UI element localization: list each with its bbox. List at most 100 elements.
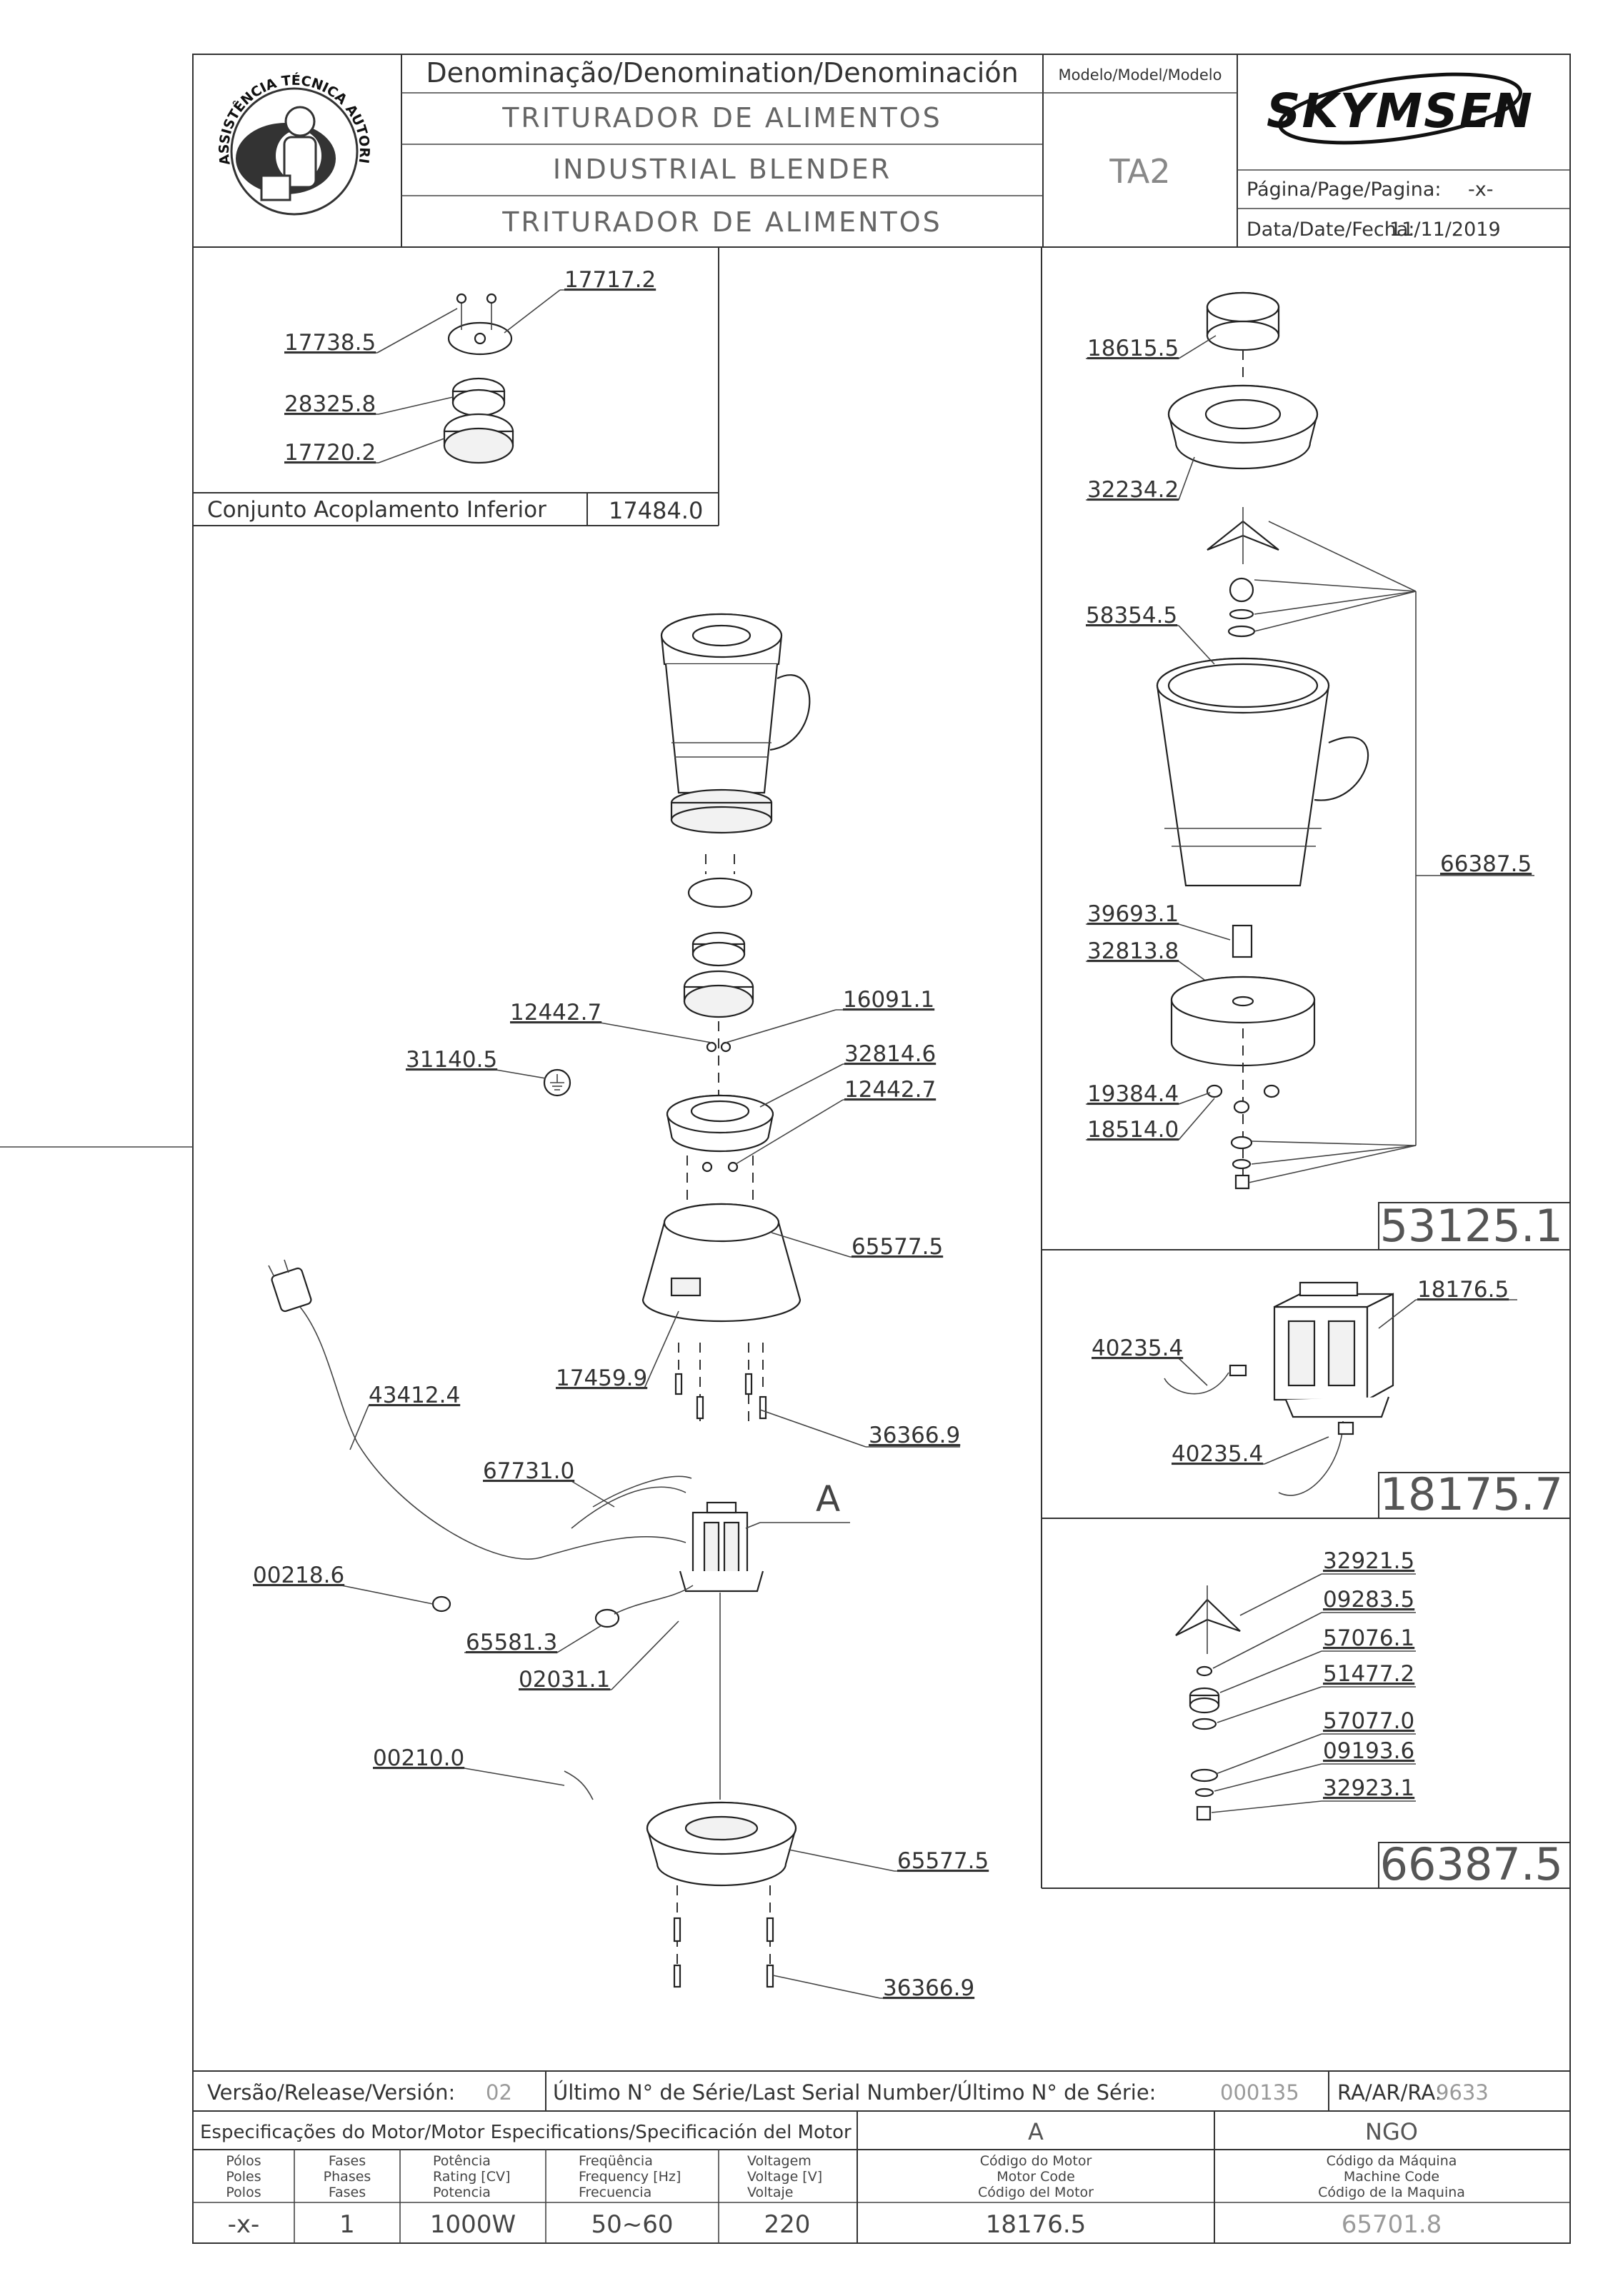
col-freq-h0: Freqüência: [579, 2153, 653, 2169]
value-poles: -x-: [228, 2210, 260, 2239]
date-label: Data/Date/Fecha:: [1247, 219, 1414, 241]
ground-symbol-icon: [543, 1068, 571, 1097]
product-name-en: INDUSTRIAL BLENDER: [553, 154, 892, 185]
label-18615-5: 18615.5: [1087, 336, 1179, 361]
col-voltage-h0: Voltagem: [747, 2153, 812, 2169]
title-block: Denominação/Denomination/Denominación Mo…: [0, 0, 1570, 248]
jar-assembly-drawing: 18615.5 32234.2 58354.5 66387.5 39693.1 …: [1086, 291, 1534, 1190]
label-36366-9-lower: 36366.9: [883, 1975, 974, 2001]
label-17738-5: 17738.5: [284, 330, 376, 356]
value-motor-code: 18176.5: [986, 2210, 1087, 2239]
version-value: 02: [486, 2080, 512, 2105]
product-name-pt: TRITURADOR DE ALIMENTOS: [501, 102, 942, 134]
coupling-title: Conjunto Acoplamento Inferior: [207, 497, 546, 523]
col-rating-h0: Potência: [433, 2153, 491, 2169]
serial-label: Último N° de Série/Last Serial Number/Úl…: [553, 2080, 1156, 2105]
value-frequency: 50~60: [591, 2210, 673, 2239]
label-17459-9: 17459.9: [556, 1365, 647, 1391]
skymsen-logo: SKYMSEN: [1267, 72, 1534, 145]
jar-assembly-code: 53125.1: [1380, 1200, 1563, 1252]
label-43412-4: 43412.4: [369, 1383, 460, 1408]
value-phases: 1: [339, 2210, 355, 2239]
label-39693-1: 39693.1: [1087, 901, 1179, 927]
label-51477-2: 51477.2: [1323, 1661, 1414, 1687]
ra-value: 9633: [1436, 2080, 1489, 2105]
label-32923-1: 32923.1: [1323, 1775, 1414, 1801]
label-00218-6: 00218.6: [253, 1563, 344, 1588]
label-40235-4-a: 40235.4: [1092, 1335, 1183, 1361]
spec-table: Versão/Release/Versión: 02 Último N° de …: [193, 2070, 1570, 2243]
label-17720-2: 17720.2: [284, 440, 376, 466]
col-phases-h2: Fases: [329, 2185, 366, 2200]
label-65581-3: 65581.3: [466, 1630, 557, 1655]
col-freq-h2: Frecuencia: [579, 2185, 651, 2200]
col-poles-h1: Poles: [226, 2169, 261, 2185]
main-exploded-view: 16091.1 12442.7 31140.5 32814.6 12442.7 …: [253, 613, 989, 2001]
assistance-seal-icon: ASSISTÊNCIA TÉCNICA AUTORIZADA: [0, 0, 372, 216]
ra-label: RA/AR/RA:: [1337, 2080, 1442, 2105]
label-18514-0: 18514.0: [1087, 1117, 1179, 1143]
spec-machine: NGO: [1365, 2118, 1418, 2145]
label-57076-1: 57076.1: [1323, 1625, 1414, 1651]
coupling-leaders: [284, 289, 654, 463]
serial-value: 000135: [1220, 2080, 1299, 2105]
value-machine-code: 65701.8: [1342, 2210, 1442, 2239]
label-16091-1: 16091.1: [843, 987, 934, 1013]
label-12442-7-lower: 12442.7: [844, 1077, 936, 1103]
drawing-frame: [0, 54, 1571, 2244]
label-19384-4: 19384.4: [1087, 1081, 1179, 1107]
label-32813-8: 32813.8: [1087, 938, 1179, 964]
label-28325-8: 28325.8: [284, 391, 376, 417]
label-32921-5: 32921.5: [1323, 1548, 1414, 1574]
label-32814-6: 32814.6: [844, 1041, 936, 1067]
brand-name: SKYMSEN: [1267, 84, 1534, 139]
col-poles-h2: Polos: [226, 2185, 261, 2200]
value-rating: 1000W: [430, 2210, 516, 2239]
label-09193-6: 09193.6: [1323, 1738, 1414, 1764]
model-value: TA2: [1109, 152, 1170, 191]
label-66387-5: 66387.5: [1440, 851, 1532, 877]
col-machine-code-h0: Código da Máquina: [1327, 2153, 1457, 2169]
col-motor-code-h1: Motor Code: [997, 2169, 1075, 2185]
right-column-frames: 53125.1 18175.7 66387.5: [1041, 247, 1571, 1890]
date-value: 11/11/2019: [1389, 219, 1501, 241]
page-label: Página/Page/Pagina:: [1247, 179, 1441, 201]
col-freq-h1: Frequency [Hz]: [579, 2169, 681, 2185]
label-09283-5: 09283.5: [1323, 1587, 1414, 1613]
motor-assembly-drawing: 40235.4 40235.4 18176.5: [1092, 1277, 1517, 1496]
motor-assembly-code: 18175.7: [1380, 1468, 1563, 1520]
col-voltage-h1: Voltage [V]: [747, 2169, 822, 2185]
label-12442-7-upper: 12442.7: [510, 1000, 601, 1026]
label-00210-0: 00210.0: [373, 1745, 464, 1771]
label-18176-5: 18176.5: [1417, 1277, 1509, 1303]
col-machine-code-h2: Código de la Maquina: [1318, 2185, 1465, 2200]
col-phases-h1: Phases: [324, 2169, 371, 2185]
col-phases-h0: Fases: [329, 2153, 366, 2169]
coupling-assembly-box: Conjunto Acoplamento Inferior 17484.0 17…: [193, 247, 719, 526]
denomination-label: Denominação/Denomination/Denominación: [426, 57, 1018, 89]
version-label: Versão/Release/Versión:: [207, 2080, 455, 2105]
blade-assembly-drawing: 32921.5 09283.5 57076.1 51477.2 57077.0 …: [1175, 1548, 1416, 1821]
label-40235-4-b: 40235.4: [1172, 1441, 1263, 1467]
label-65577-5-base: 65577.5: [897, 1848, 989, 1874]
model-label: Modelo/Model/Modelo: [1058, 66, 1222, 84]
label-31140-5: 31140.5: [406, 1047, 497, 1073]
col-voltage-h2: Voltaje: [747, 2185, 794, 2200]
col-rating-h2: Potencia: [433, 2185, 491, 2200]
col-rating-h1: Rating [CV]: [433, 2169, 510, 2185]
power-plug-icon: [268, 1259, 312, 1313]
coupling-parts: [443, 293, 514, 464]
spec-motor: A: [1028, 2118, 1044, 2145]
blade-assembly-code: 66387.5: [1380, 1838, 1563, 1890]
label-57077-0: 57077.0: [1323, 1708, 1414, 1734]
value-voltage: 220: [764, 2210, 811, 2239]
label-02031-1: 02031.1: [519, 1667, 610, 1693]
label-58354-5: 58354.5: [1086, 603, 1177, 628]
coupling-code: 17484.0: [609, 497, 703, 524]
label-motor-a: A: [816, 1478, 840, 1520]
label-17717-2: 17717.2: [564, 267, 656, 293]
col-motor-code-h2: Código del Motor: [978, 2185, 1094, 2200]
label-65577-5-housing: 65577.5: [852, 1234, 943, 1260]
col-poles-h0: Pólos: [226, 2153, 261, 2169]
